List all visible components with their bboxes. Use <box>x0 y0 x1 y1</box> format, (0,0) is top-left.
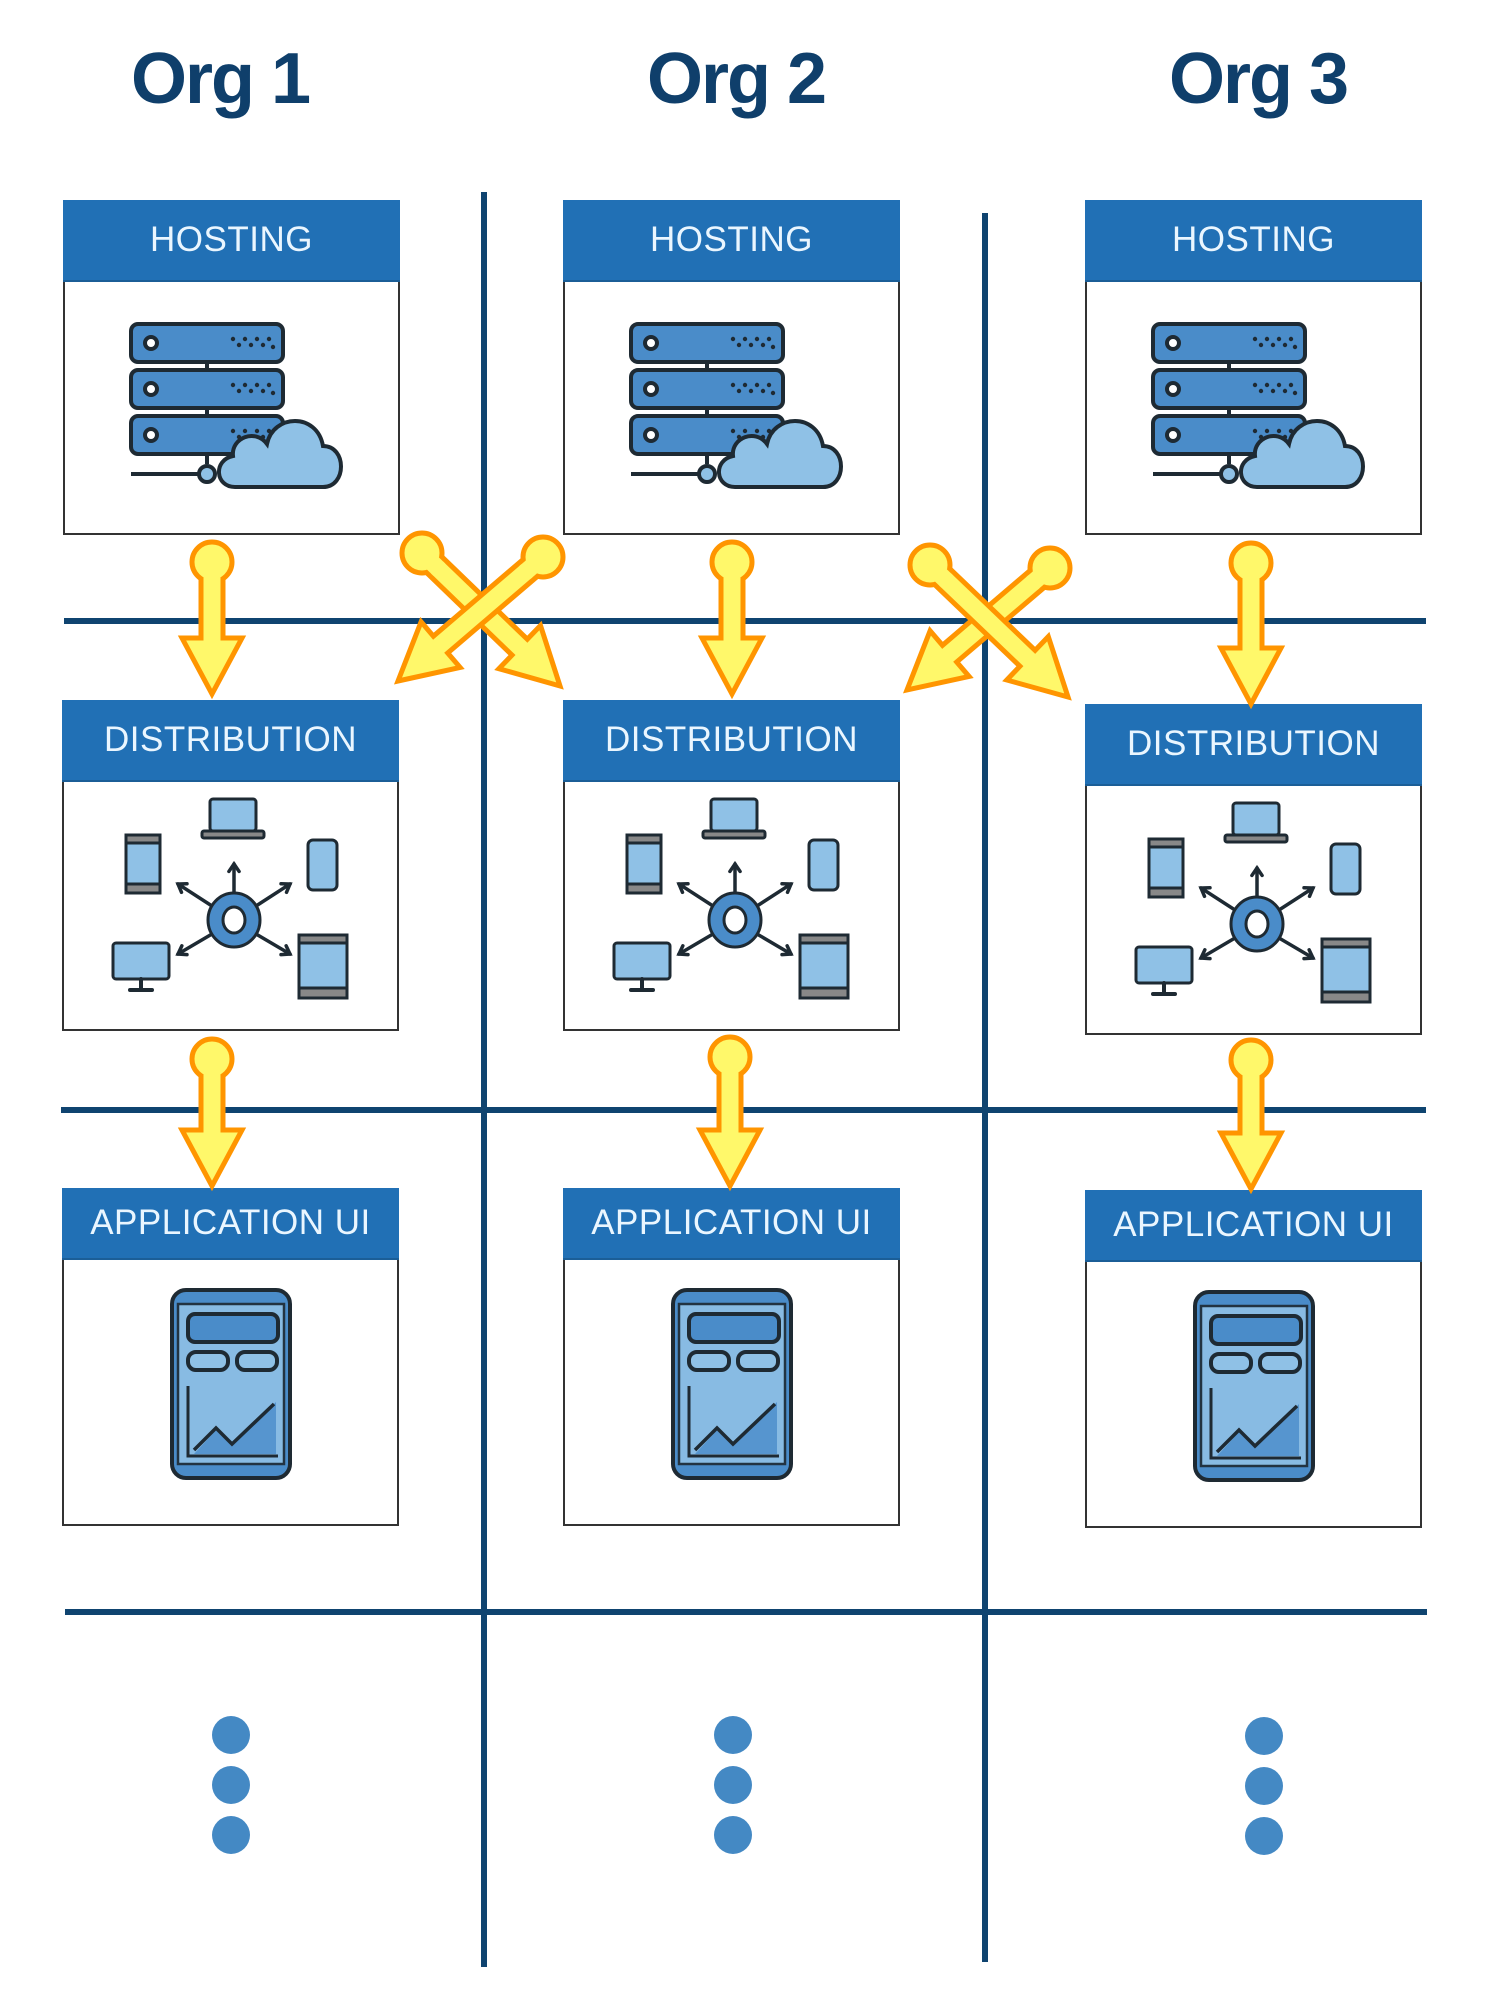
org-1-distribution-card: DISTRIBUTION <box>62 700 399 1031</box>
row-divider-1 <box>64 618 1426 624</box>
org-3-application-ui-card: APPLICATION UI <box>1085 1190 1422 1528</box>
ellipsis-dot <box>714 1766 752 1804</box>
ellipsis-dot <box>212 1816 250 1854</box>
distribution-header: DISTRIBUTION <box>563 700 900 782</box>
org-2-hosting-card: HOSTING <box>563 200 900 535</box>
row-divider-3 <box>65 1609 1427 1615</box>
hosting-header: HOSTING <box>1085 200 1422 282</box>
column-divider-2 <box>982 213 988 1962</box>
app-dashboard-icon <box>1193 1290 1315 1482</box>
app-dashboard-icon <box>170 1288 292 1480</box>
application-ui-header: APPLICATION UI <box>1085 1190 1422 1262</box>
ellipsis-dot <box>212 1716 250 1754</box>
org-1-hosting-card: HOSTING <box>63 200 400 535</box>
org-2-distribution-card: DISTRIBUTION <box>563 700 900 1031</box>
ellipsis-dot <box>1245 1767 1283 1805</box>
org-3-hosting-card: HOSTING <box>1085 200 1422 535</box>
org-3-distribution-card: DISTRIBUTION <box>1085 704 1422 1035</box>
distribution-header: DISTRIBUTION <box>62 700 399 782</box>
device-distribution-icon <box>1134 801 1372 1004</box>
column-divider-1 <box>481 192 487 1967</box>
device-distribution-icon <box>612 797 850 1000</box>
server-cloud-icon <box>1151 322 1365 489</box>
org-2-title: Org 2 <box>646 39 827 119</box>
server-cloud-icon <box>629 322 843 489</box>
application-ui-header: APPLICATION UI <box>62 1188 399 1260</box>
app-dashboard-icon <box>671 1288 793 1480</box>
ellipsis-dot <box>714 1816 752 1854</box>
ellipsis-dot <box>1245 1717 1283 1755</box>
org-3-title: Org 3 <box>1168 39 1349 119</box>
ellipsis-dot <box>1245 1817 1283 1855</box>
arrow-org3-distribution-to-application <box>1216 1037 1286 1195</box>
hosting-header: HOSTING <box>63 200 400 282</box>
org-1-application-ui-card: APPLICATION UI <box>62 1188 399 1526</box>
row-divider-2 <box>61 1107 1426 1113</box>
hosting-header: HOSTING <box>563 200 900 282</box>
org-2-application-ui-card: APPLICATION UI <box>563 1188 900 1526</box>
device-distribution-icon <box>111 797 349 1000</box>
ellipsis-dot <box>714 1716 752 1754</box>
server-cloud-icon <box>129 322 343 489</box>
application-ui-header: APPLICATION UI <box>563 1188 900 1260</box>
distribution-header: DISTRIBUTION <box>1085 704 1422 786</box>
org-1-title: Org 1 <box>130 39 311 119</box>
ellipsis-dot <box>212 1766 250 1804</box>
